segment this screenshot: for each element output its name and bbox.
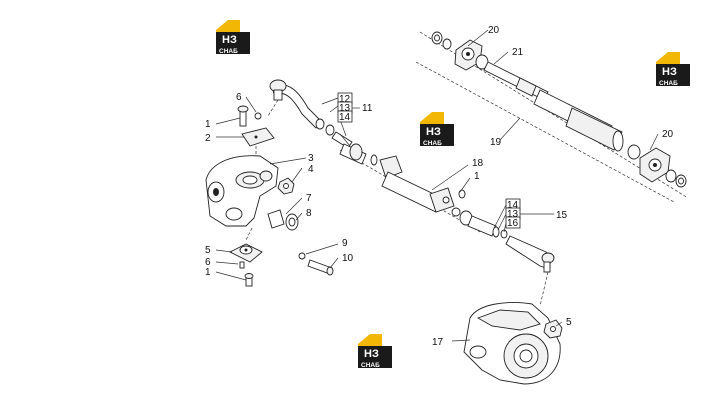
tie-rod-upper	[267, 79, 353, 149]
callout-7: 7	[306, 193, 312, 204]
logo-right-bottom-text: СНАБ	[659, 80, 678, 87]
logo-bottom-text-2: СНАБ	[361, 362, 380, 369]
logo-middle: НЗ СНАБ	[420, 112, 454, 147]
callout-18: 18	[472, 158, 484, 169]
callout-3: 3	[308, 153, 314, 164]
callout-5-right: 5	[566, 317, 572, 328]
callout-13-lower: 13	[507, 209, 519, 220]
callout-6-upper: 6	[236, 92, 242, 103]
callout-19: 19	[490, 137, 502, 148]
lower-ball-joint	[228, 243, 334, 287]
callout-16-lower: 16	[507, 218, 519, 229]
logo-top-text: НЗ	[222, 34, 237, 46]
callout-5-left: 5	[205, 245, 211, 256]
logo-top-left: НЗ СНАБ	[216, 20, 250, 55]
box-16-lower	[505, 216, 521, 229]
leader-lines	[215, 29, 659, 342]
logo-middle-text: НЗ	[426, 126, 441, 138]
callout-17: 17	[432, 337, 444, 348]
logo-bottom-text: СНАБ	[219, 48, 238, 55]
box-14-upper	[337, 110, 353, 123]
callout-labels: 1 2 3 4 5 5 6 6 1 1 7 8 9 10 11 12 13 14…	[205, 25, 674, 348]
logo-middle-bottom-text: СНАБ	[423, 140, 442, 147]
steering-knuckle-upper	[205, 105, 299, 241]
callout-10: 10	[342, 253, 354, 264]
callout-1-lower: 1	[205, 267, 211, 278]
callout-20-right: 20	[662, 129, 674, 140]
callout-13-upper: 13	[339, 103, 351, 114]
callout-14-lower: 14	[507, 200, 519, 211]
callout-20-top: 20	[488, 25, 500, 36]
logo-bottom-text-1: НЗ	[364, 348, 379, 360]
callout-6-lower: 6	[205, 257, 211, 268]
callout-14-upper: 14	[339, 112, 351, 123]
callout-9: 9	[342, 238, 348, 249]
callout-12-upper: 12	[339, 94, 351, 105]
callout-8: 8	[306, 208, 312, 219]
steering-knuckle-lower	[463, 302, 563, 385]
callout-2: 2	[205, 133, 211, 144]
callout-21: 21	[512, 47, 524, 58]
axis-assembly-19-21	[415, 31, 689, 203]
callout-4: 4	[308, 164, 314, 175]
logo-right-text: НЗ	[662, 66, 677, 78]
callout-1-upper: 1	[205, 119, 211, 130]
callout-1-middle: 1	[474, 171, 480, 182]
logo-top-right: НЗ СНАБ	[656, 52, 690, 87]
callout-11: 11	[362, 103, 373, 114]
callout-15: 15	[556, 210, 568, 221]
logo-bottom: НЗ СНАБ	[358, 334, 392, 369]
middle-tie-rod	[339, 143, 555, 307]
